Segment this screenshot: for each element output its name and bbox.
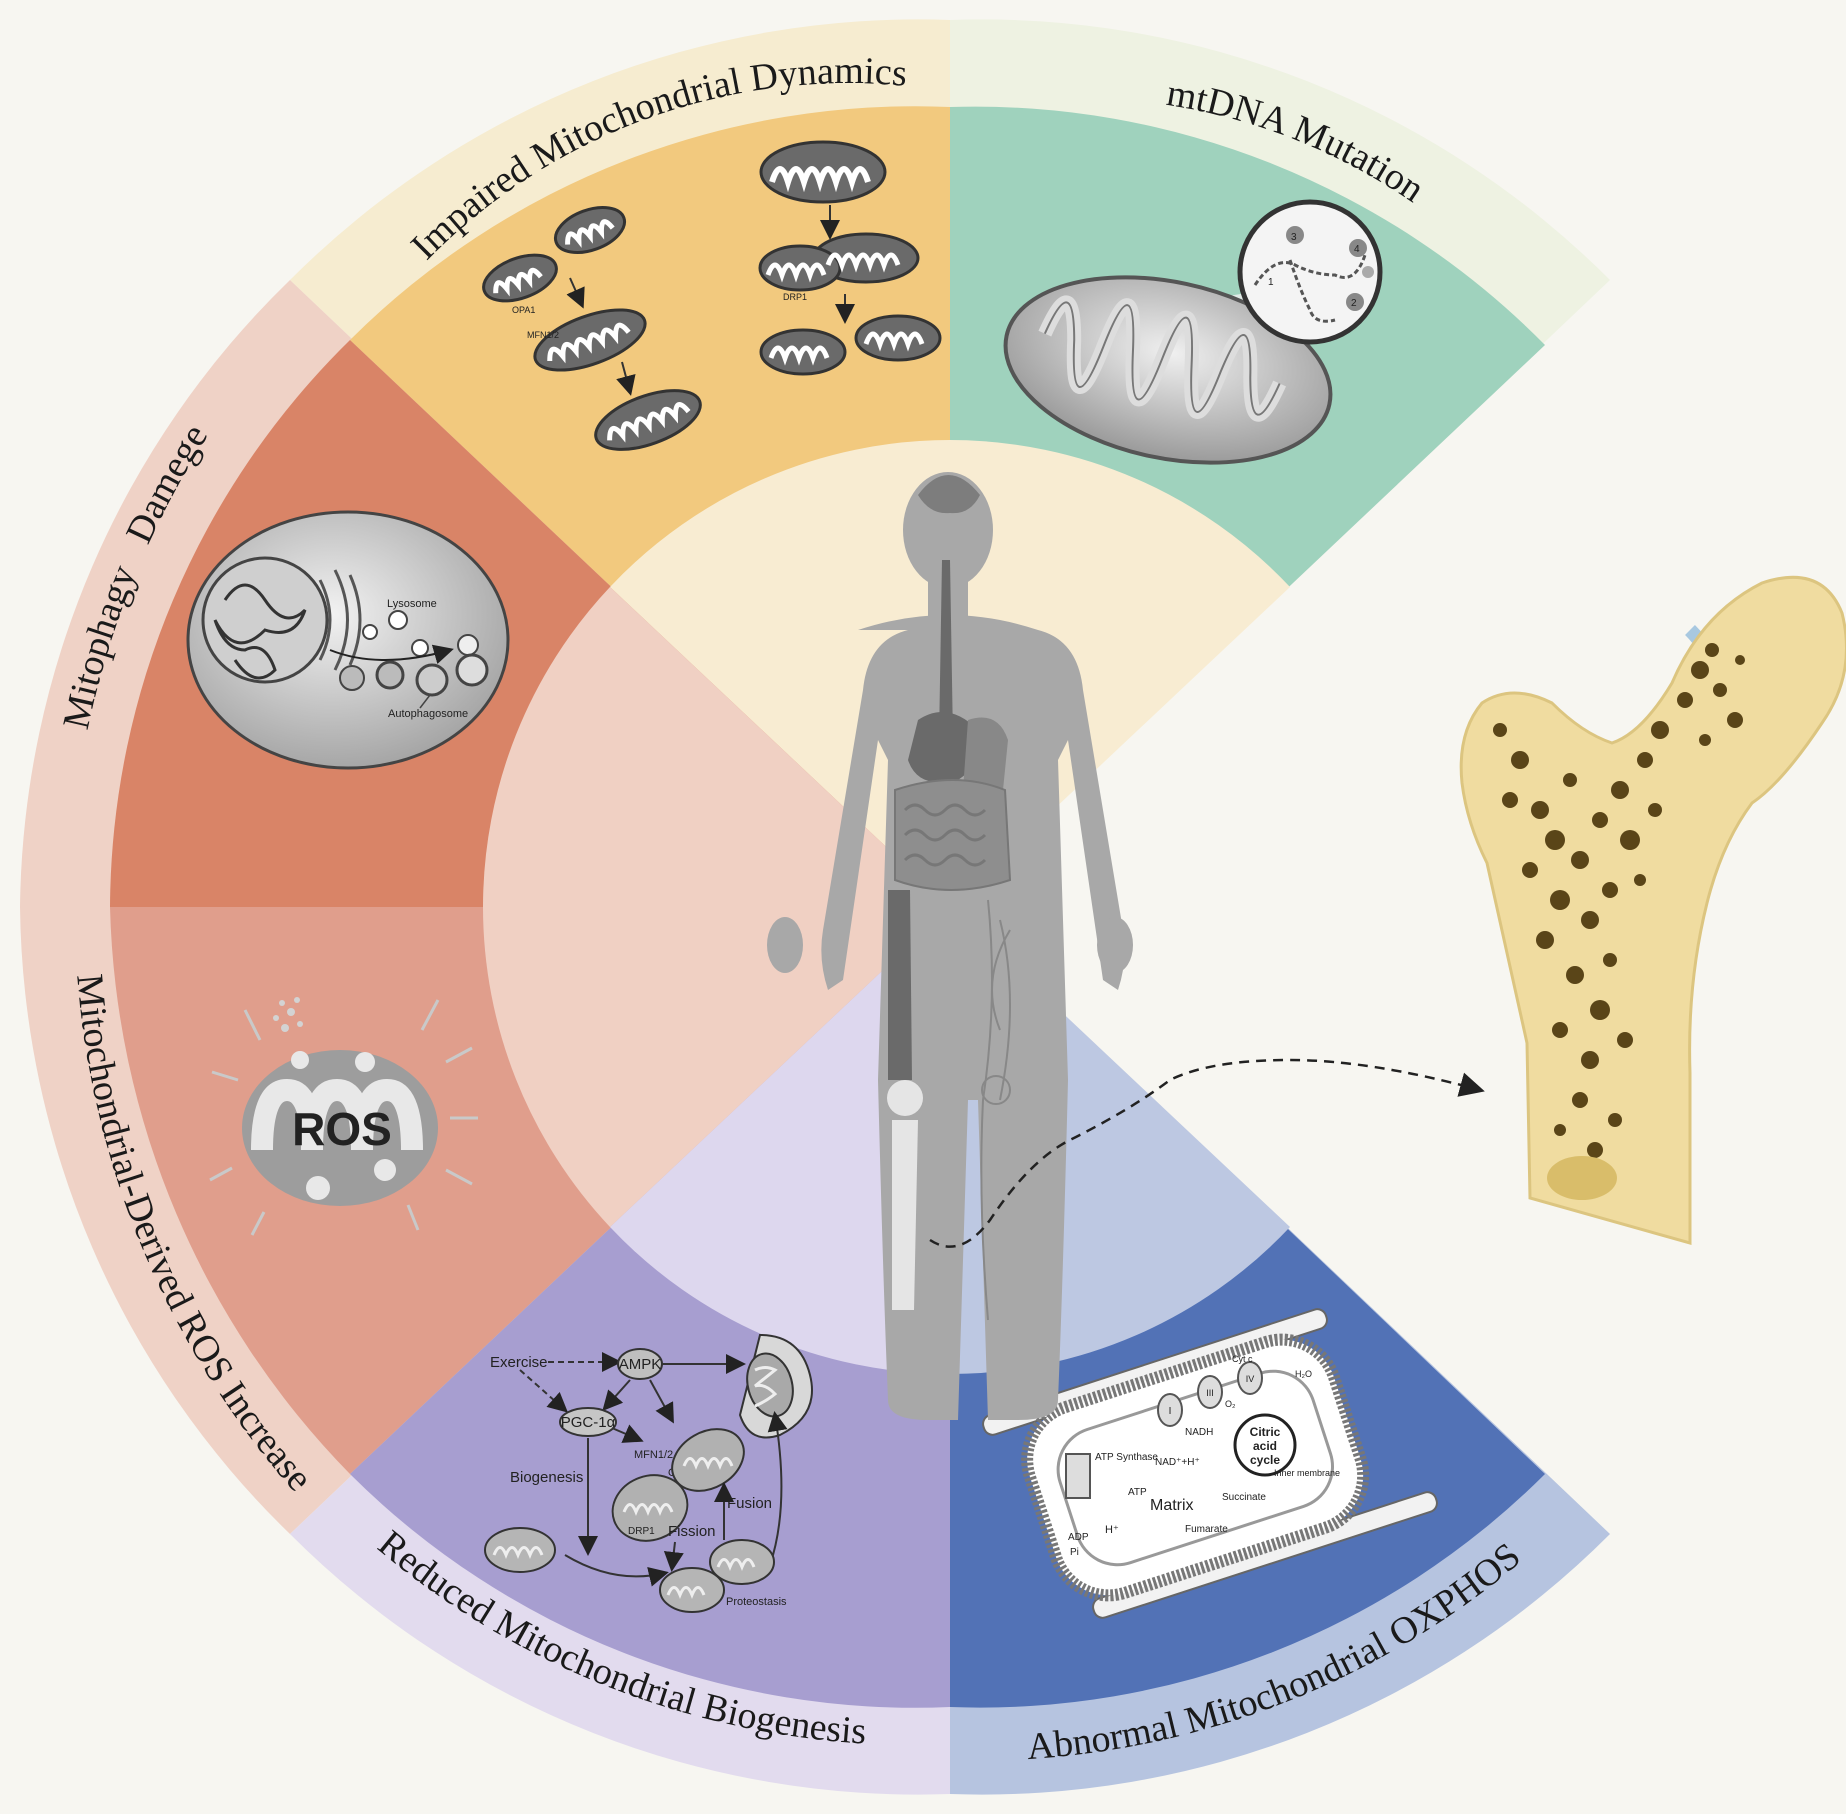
mitochondrion-icon [594, 389, 702, 451]
citric-acid-cycle-icon [1233, 1413, 1297, 1477]
ros-rays-icon [209, 999, 478, 1236]
intestines-icon [894, 779, 1012, 891]
biogenesis-illustration: Exercise AMPK PGC-1α MFN1/2 OPA1 Biogene… [484, 1333, 813, 1613]
femur-bone-icon [1459, 575, 1846, 1245]
dynamics-illustration: OPA1 MFN1/2 DRP1 [482, 140, 942, 451]
arrow-icon [566, 277, 585, 309]
femur-icon [888, 890, 912, 1080]
label-drp1: DRP1 [628, 1526, 655, 1537]
oxphos-illustration: ATP Synthase ATP ADP Pi H⁺ NAD⁺+H⁺ NADH … [982, 1308, 1438, 1619]
label-succinate: Succinate [1222, 1492, 1266, 1503]
label-ampk: AMPK [619, 1356, 662, 1373]
label-matrix: Matrix [1150, 1497, 1194, 1514]
arrow-icon [767, 1411, 788, 1566]
label-citric: Citric [1250, 1425, 1281, 1439]
mitochondrion-icon [1003, 275, 1333, 465]
label-fission: Fission [668, 1523, 716, 1540]
mitochondrion-icon [553, 206, 627, 254]
label-complex-iv: IV [1246, 1374, 1255, 1384]
segment-mitophagy-inner [483, 587, 950, 907]
label-pi: Pi [1070, 1547, 1079, 1558]
label-atp-synthase: ATP Synthase [1095, 1452, 1158, 1463]
label-atp: ATP [1128, 1487, 1147, 1498]
label-complex-iii: III [1206, 1388, 1214, 1398]
label-n2: 2 [1351, 298, 1357, 309]
hand-right [1097, 917, 1133, 973]
mitophagy-illustration: Lysosome Autophagosome [186, 510, 510, 770]
human-body [767, 472, 1485, 1420]
segment-ros-inner [483, 907, 950, 1227]
label-opa1: OPA1 [512, 305, 535, 315]
label-pgc: PGC-1α [561, 1414, 616, 1431]
nucleus-icon [201, 556, 329, 684]
ros-particles-icon [273, 997, 303, 1032]
label-lysosome: Lysosome [387, 598, 437, 610]
label-mfn: MFN1/2 [527, 330, 559, 340]
mtdna-illustration: 3 4 2 1 [1003, 199, 1383, 465]
label-mfn: MFN1/2 [634, 1449, 673, 1461]
label-drp1: DRP1 [783, 292, 807, 302]
arrow-icon [602, 1379, 631, 1411]
label-n3: 3 [1291, 232, 1297, 243]
label-exercise: Exercise [490, 1354, 548, 1371]
arrow-icon [519, 1369, 568, 1413]
label-inner-membrane: Inner membrane [1274, 1468, 1340, 1478]
label-cyt-c: Cyt c [1232, 1354, 1253, 1364]
mitochondrion-icon [611, 1474, 689, 1542]
brain-icon [918, 475, 980, 514]
mtdna-zoom-icon: 3 4 2 1 [1237, 199, 1383, 345]
tibia-icon [892, 1120, 918, 1310]
mitochondrion-icon [709, 1539, 775, 1585]
mitochondrion-icon [759, 328, 847, 376]
hand-left [767, 917, 803, 973]
mitochondrion-icon [659, 1567, 725, 1613]
arrow-icon [611, 1424, 644, 1443]
label-fumarate: Fumarate [1185, 1524, 1228, 1535]
arrow-icon [649, 1379, 674, 1424]
label-o2: O₂ [1225, 1399, 1236, 1409]
label-acid: acid [1253, 1439, 1277, 1453]
label-biogenesis: Biogenesis [510, 1469, 583, 1486]
mitochondrion-icon [854, 314, 942, 362]
atp-synthase-icon [1065, 1453, 1091, 1499]
label-nad: NAD⁺+H⁺ [1155, 1457, 1200, 1468]
mitochondrion-icon [484, 1527, 556, 1573]
arrow-icon [663, 1541, 684, 1572]
stomach-icon [908, 712, 981, 783]
label-h2o: H₂O [1295, 1369, 1312, 1379]
ros-mitochondrion-icon: ROS [242, 1050, 438, 1206]
label-proteostasis: Proteostasis [726, 1596, 787, 1608]
dashed-arrow-icon [929, 1058, 1485, 1248]
segment-biogenesis-inner [610, 907, 950, 1374]
label-fusion: Fusion [727, 1495, 772, 1512]
liver-icon [963, 717, 1008, 795]
label-n4: 4 [1354, 244, 1360, 255]
label-ros: ROS [292, 1103, 392, 1155]
mitochondrion-icon [758, 232, 920, 292]
mitochondrion-icon [482, 253, 558, 303]
arrow-icon [564, 1554, 669, 1587]
ros-illustration: ROS [209, 997, 478, 1236]
mitochondrion-icon [759, 140, 887, 204]
label-complex-i: I [1169, 1406, 1172, 1417]
label-n1: 1 [1268, 277, 1274, 288]
label-h: H⁺ [1105, 1524, 1119, 1536]
bone-pores [1493, 643, 1745, 1158]
arrow-icon [616, 361, 636, 396]
label-autophagosome: Autophagosome [388, 708, 468, 720]
label-adp: ADP [1068, 1532, 1089, 1543]
knee-icon [887, 1080, 923, 1116]
label-nadh: NADH [1185, 1427, 1213, 1438]
label-cycle: cycle [1250, 1453, 1280, 1467]
mitochondrion-icon [533, 308, 647, 372]
vessels-icon [980, 899, 1011, 1321]
